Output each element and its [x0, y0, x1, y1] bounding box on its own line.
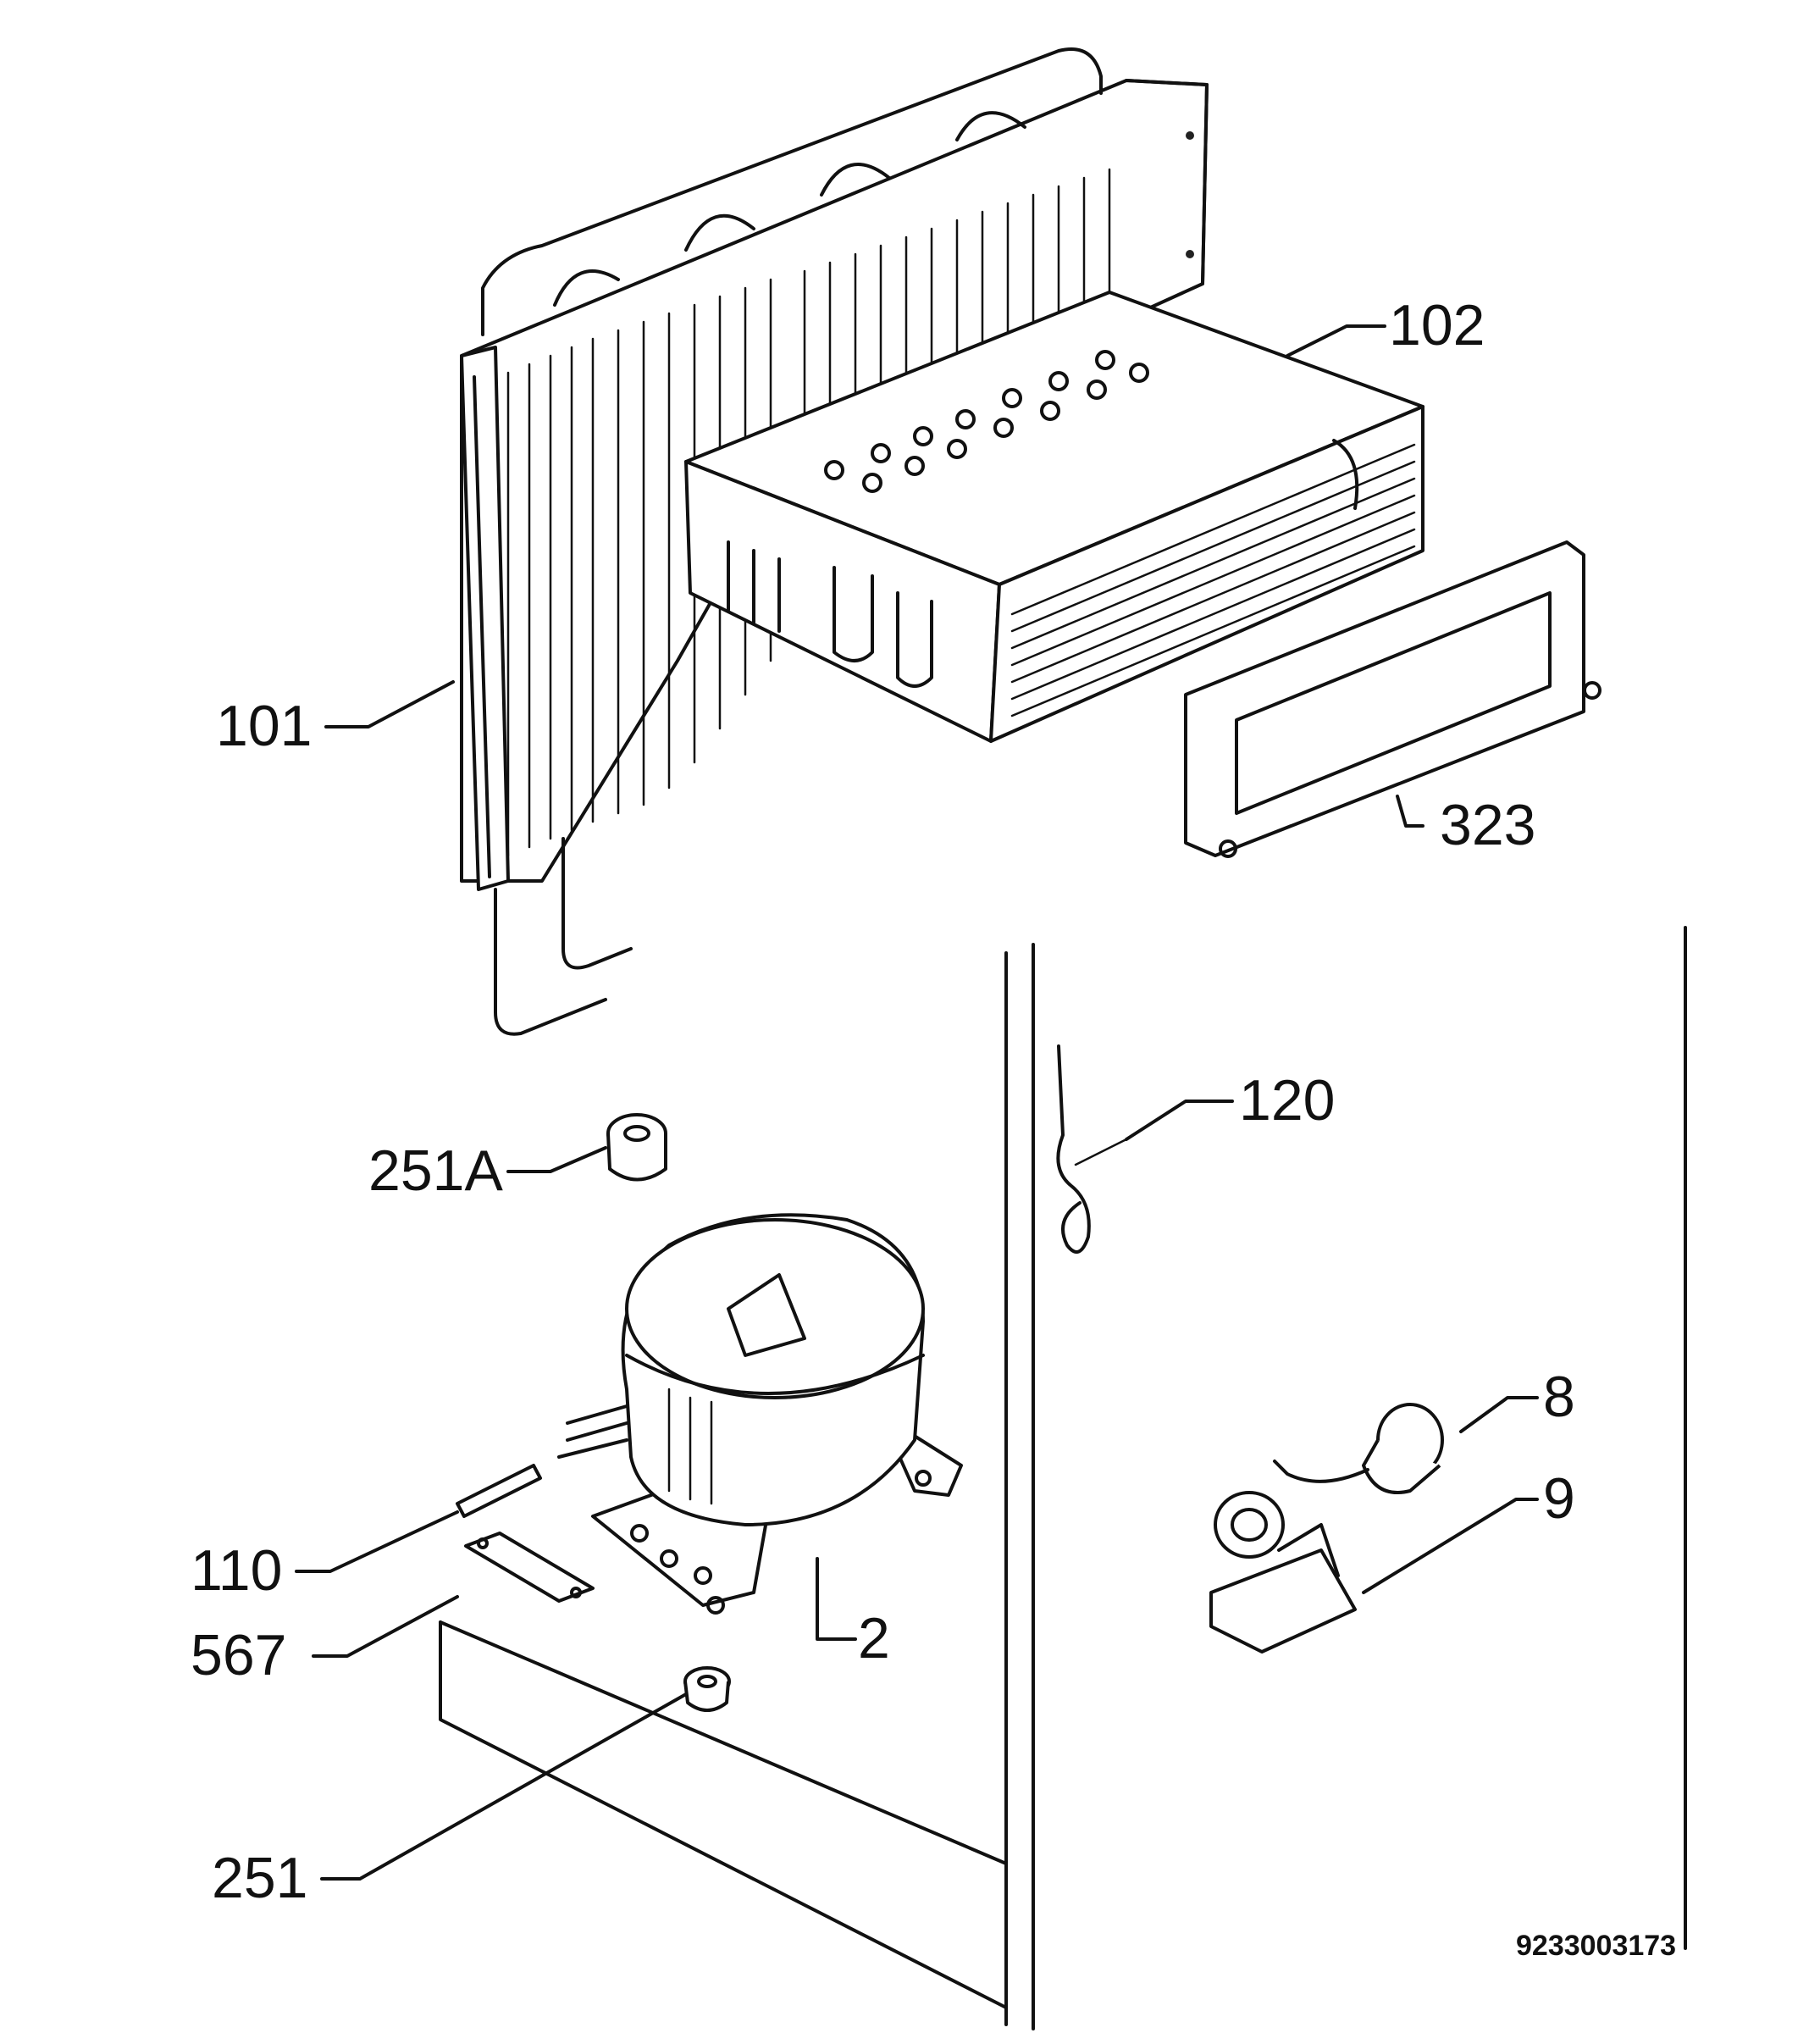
label-567: 567 — [191, 1623, 287, 1687]
switch-8 — [1273, 1403, 1444, 1494]
label-101: 101 — [216, 694, 313, 758]
label-110: 110 — [191, 1538, 283, 1603]
drip-frame-323 — [1184, 540, 1601, 858]
grommet-251A — [606, 1113, 667, 1182]
cabinet-outline — [439, 926, 1687, 2030]
label-9: 9 — [1543, 1466, 1575, 1531]
plate-567 — [464, 1532, 595, 1603]
lamp-holder-9 — [1209, 1491, 1357, 1654]
grommet-251 — [683, 1666, 731, 1712]
document-number: 9233003173 — [1516, 1930, 1677, 1962]
label-251: 251 — [212, 1846, 308, 1910]
label-251A: 251A — [368, 1138, 503, 1203]
evaporator-102 — [684, 291, 1424, 743]
label-8: 8 — [1543, 1365, 1575, 1429]
drier-110 — [456, 1464, 542, 1518]
compressor-2 — [557, 1213, 963, 1615]
label-102: 102 — [1389, 293, 1485, 357]
label-323: 323 — [1440, 793, 1536, 857]
capillary-120 — [1056, 1044, 1128, 1254]
label-2: 2 — [858, 1606, 890, 1670]
condenser-101 — [460, 47, 1209, 1036]
leader-lines — [295, 324, 1539, 1881]
label-120: 120 — [1239, 1068, 1336, 1133]
